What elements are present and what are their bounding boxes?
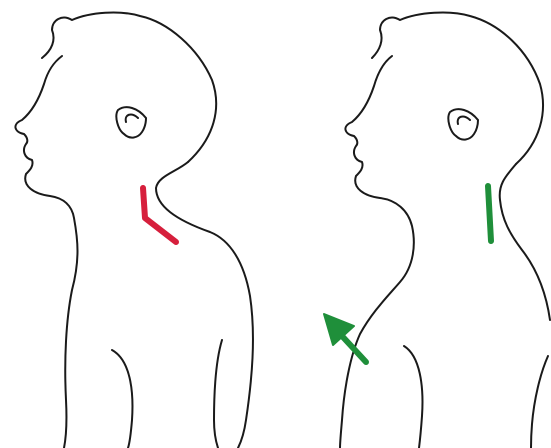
upright-neck-alignment-marker — [488, 186, 491, 241]
figure-forward-head-posture — [15, 13, 253, 448]
arm-line-right — [214, 340, 222, 448]
chest-lift-arrow — [324, 314, 366, 362]
head-face-outline — [15, 13, 216, 448]
head-face-outline — [340, 13, 543, 448]
ear-outline — [448, 109, 478, 139]
ear-outline — [116, 107, 146, 137]
arm-line-right — [531, 356, 548, 448]
arrow-shaft-icon — [342, 336, 366, 362]
back-neck-shoulder-line — [156, 162, 253, 448]
arm-line-left — [112, 350, 132, 448]
forward-neck-strain-marker — [143, 188, 176, 242]
arm-line-left — [404, 346, 422, 448]
figure-upright-posture — [324, 13, 550, 448]
back-neck-shoulder-line — [500, 164, 550, 320]
